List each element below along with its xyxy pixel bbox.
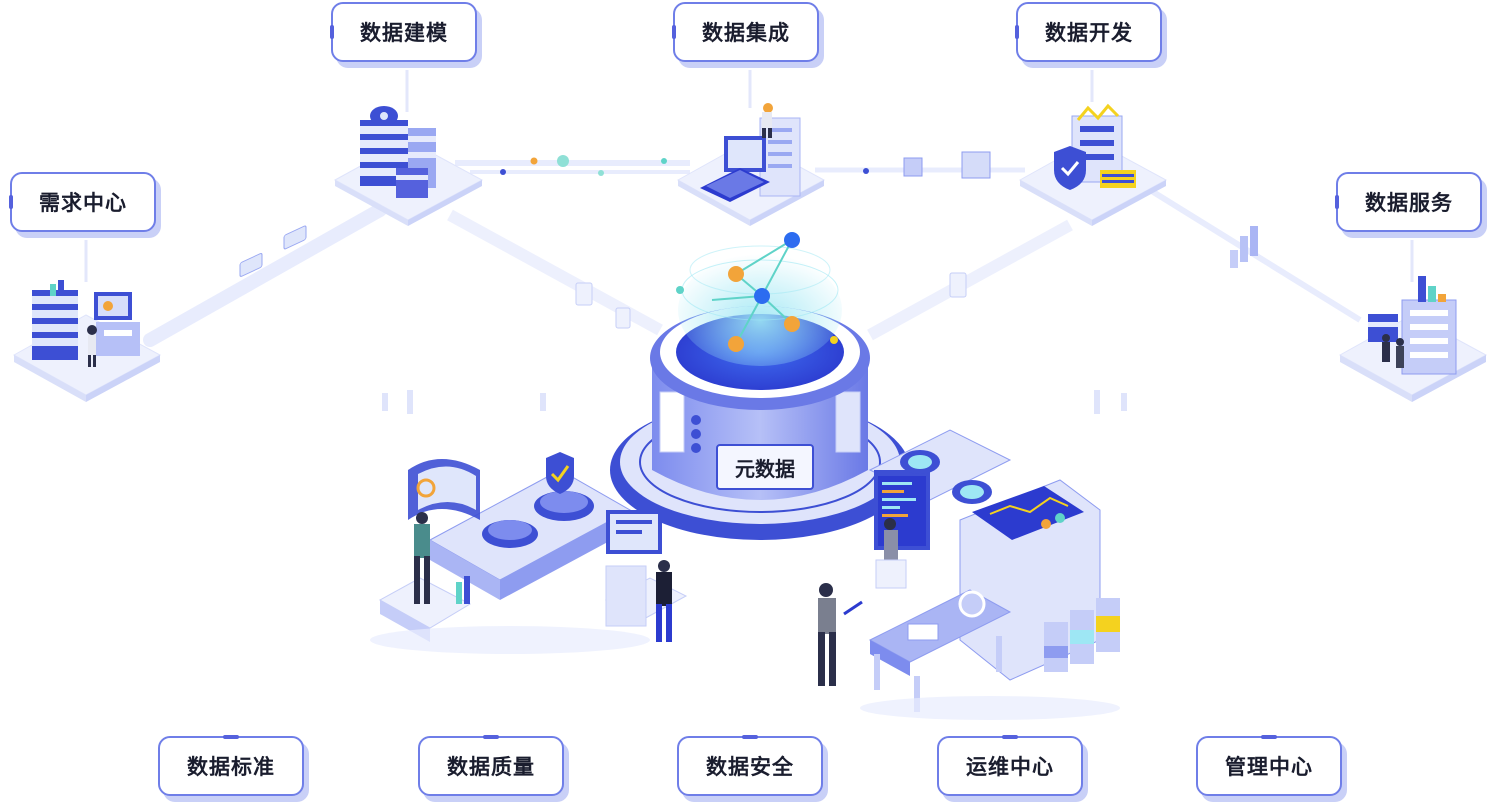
right-workstation	[818, 429, 1120, 712]
node-label: 数据集成	[702, 21, 790, 45]
requirements-center-platform	[12, 280, 162, 402]
node-label: 管理中心	[1225, 755, 1313, 779]
node-data-standard[interactable]: 数据标准	[158, 735, 304, 796]
node-label: 数据标准	[187, 755, 275, 779]
node-label: 需求中心	[39, 191, 127, 215]
node-label: 运维中心	[966, 755, 1054, 779]
node-label: 数据开发	[1045, 21, 1133, 45]
data-development-platform	[1018, 103, 1168, 226]
metadata-core	[610, 232, 910, 540]
connection-lines	[84, 70, 1414, 414]
node-data-development[interactable]: 数据开发	[1015, 2, 1162, 62]
node-ops-center[interactable]: 运维中心	[937, 735, 1083, 796]
data-modeling-platform	[333, 106, 484, 226]
node-requirements-center[interactable]: 需求中心	[9, 172, 156, 232]
node-label: 数据质量	[447, 755, 535, 779]
data-integration-platform	[676, 103, 826, 226]
left-workstation	[378, 452, 688, 642]
node-data-security[interactable]: 数据安全	[677, 735, 823, 796]
node-data-quality[interactable]: 数据质量	[418, 735, 564, 796]
node-management-center[interactable]: 管理中心	[1196, 735, 1342, 796]
node-label: 数据服务	[1365, 191, 1453, 215]
node-label: 数据建模	[360, 21, 448, 45]
node-data-integration[interactable]: 数据集成	[672, 2, 819, 62]
data-service-platform	[1338, 276, 1488, 402]
node-data-service[interactable]: 数据服务	[1335, 172, 1482, 232]
node-data-modeling[interactable]: 数据建模	[330, 2, 477, 62]
node-label: 数据安全	[706, 755, 794, 779]
metadata-center-label[interactable]: 元数据	[716, 444, 814, 490]
ground-shadows	[370, 626, 1120, 720]
